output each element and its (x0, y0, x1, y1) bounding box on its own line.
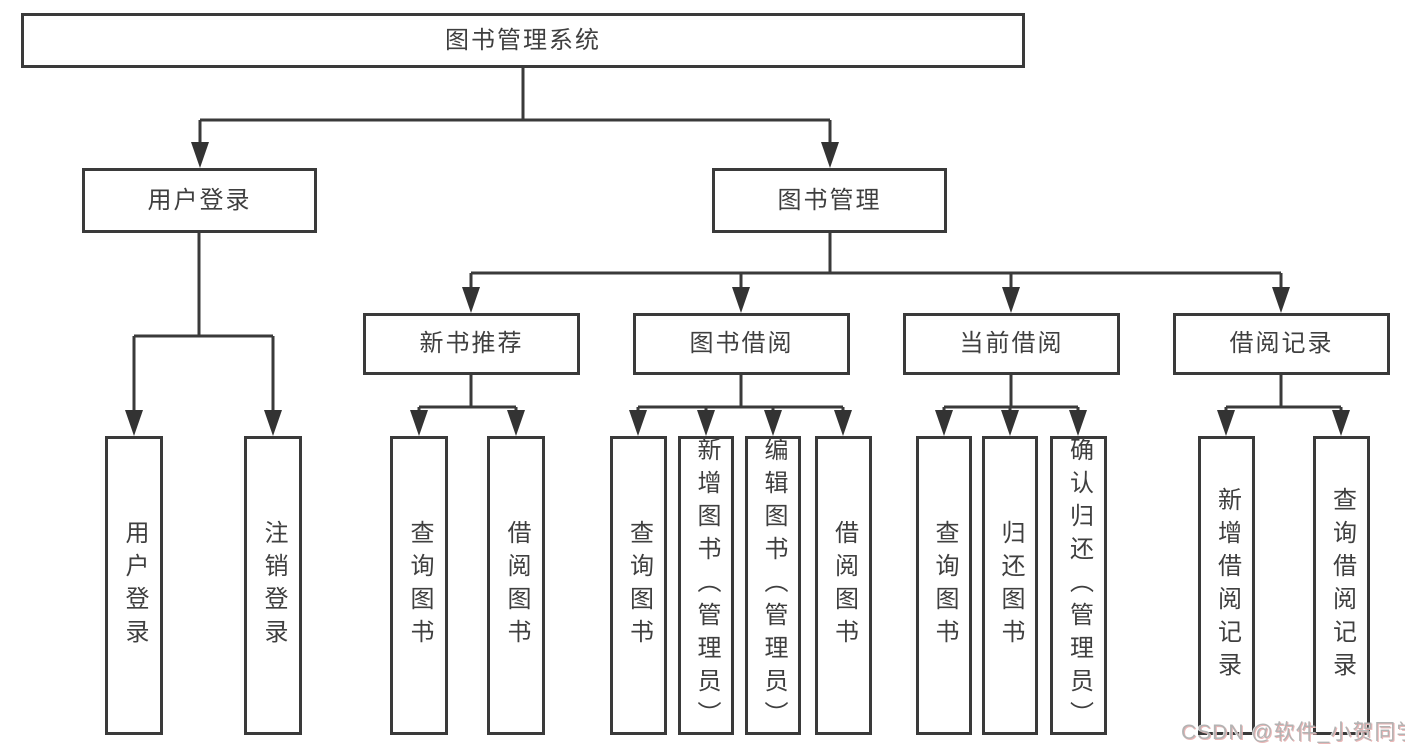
arrowhead (191, 142, 209, 168)
arrowhead (410, 410, 428, 436)
leaf-borrow-books-2-label: 借阅图书 (830, 519, 858, 652)
leaf-logout-label: 注销登录 (260, 519, 287, 652)
node-book-management: 图书管理 (712, 168, 947, 233)
connector-borrow-records-to-leaves (1217, 375, 1350, 436)
leaf-query-borrow-record: 查询借阅记录 (1313, 436, 1370, 735)
arrowhead (264, 410, 282, 436)
arrowhead (1002, 287, 1020, 313)
node-book-borrowing-label: 图书借阅 (689, 330, 794, 357)
leaf-query-borrow-record-label: 查询借阅记录 (1328, 486, 1356, 685)
node-current-borrowing: 当前借阅 (903, 313, 1120, 375)
arrowhead (935, 410, 953, 436)
leaf-user-login: 用户登录 (105, 436, 163, 735)
csdn-watermark: CSDN @软件_小贺同学 (1181, 721, 1405, 744)
leaf-query-books-1-label: 查询图书 (406, 519, 433, 652)
leaf-user-login-label: 用户登录 (121, 519, 148, 652)
leaf-add-books-admin-label: 新增图书（管理员） (693, 437, 720, 734)
leaf-query-books-2: 查询图书 (610, 436, 667, 735)
leaf-edit-books-admin-label: 编辑图书（管理员） (760, 437, 787, 734)
leaf-query-books-3: 查询图书 (916, 436, 972, 735)
node-library-management-system: 图书管理系统 (21, 13, 1025, 68)
arrowhead (764, 410, 782, 436)
leaf-borrow-books-2: 借阅图书 (815, 436, 872, 735)
arrowhead (1332, 410, 1350, 436)
arrowhead (697, 410, 715, 436)
connector-root-to-level2 (191, 68, 839, 168)
leaf-add-borrow-record-label: 新增借阅记录 (1213, 486, 1241, 685)
leaf-query-books-2-label: 查询图书 (625, 519, 653, 652)
leaf-logout: 注销登录 (244, 436, 302, 735)
arrowhead (629, 410, 647, 436)
leaf-borrow-books-1: 借阅图书 (487, 436, 545, 735)
node-library-management-system-label: 图书管理系统 (445, 26, 601, 54)
node-new-book-recommendation-label: 新书推荐 (419, 330, 524, 357)
leaf-query-books-3-label: 查询图书 (931, 519, 958, 652)
node-new-book-recommendation: 新书推荐 (363, 313, 580, 375)
connector-book-mgmt-to-level3 (462, 233, 1290, 313)
node-book-borrowing: 图书借阅 (633, 313, 850, 375)
leaf-add-books-admin: 新增图书（管理员） (678, 436, 734, 735)
node-user-login-label: 用户登录 (147, 186, 252, 214)
connector-new-book-rec-to-leaves (410, 375, 525, 436)
connector-current-borrow-to-leaves (935, 375, 1087, 436)
arrowhead (732, 287, 750, 313)
leaf-return-books-label: 归还图书 (997, 519, 1024, 652)
arrowhead (507, 410, 525, 436)
node-borrowing-records: 借阅记录 (1173, 313, 1390, 375)
node-borrowing-records-label: 借阅记录 (1229, 330, 1334, 357)
leaf-query-books-1: 查询图书 (390, 436, 448, 735)
arrowhead (1001, 410, 1019, 436)
node-current-borrowing-label: 当前借阅 (959, 330, 1064, 357)
node-user-login: 用户登录 (82, 168, 317, 233)
arrowhead (1217, 410, 1235, 436)
connector-user-login-to-leaves (125, 233, 282, 436)
leaf-add-borrow-record: 新增借阅记录 (1198, 436, 1255, 735)
node-book-management-label: 图书管理 (777, 186, 882, 214)
leaf-confirm-return-admin: 确认归还（管理员） (1050, 436, 1107, 735)
arrowhead (1272, 287, 1290, 313)
leaf-return-books: 归还图书 (982, 436, 1038, 735)
arrowhead (125, 410, 143, 436)
arrowhead (821, 142, 839, 168)
arrowhead (834, 410, 852, 436)
arrowhead (1069, 410, 1087, 436)
connector-book-borrow-to-leaves (629, 375, 852, 436)
leaf-confirm-return-admin-label: 确认归还（管理员） (1065, 437, 1093, 734)
leaf-edit-books-admin: 编辑图书（管理员） (745, 436, 801, 735)
arrowhead (462, 287, 480, 313)
leaf-borrow-books-1-label: 借阅图书 (503, 519, 530, 652)
